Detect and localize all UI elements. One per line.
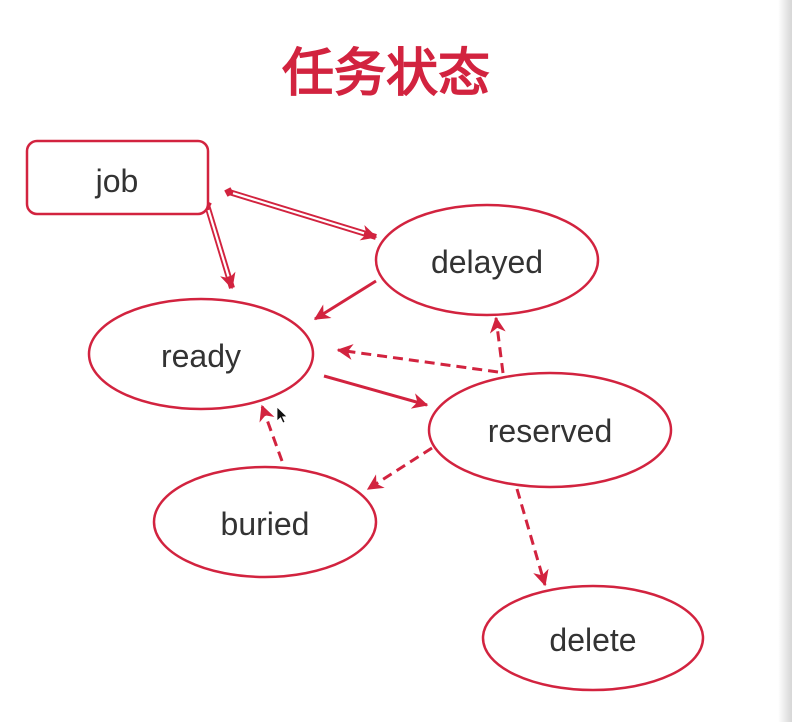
edges — [202, 187, 549, 587]
node-job-box — [25, 139, 210, 216]
node-reserved-ellipse — [427, 371, 673, 489]
node-delayed-label: delayed — [431, 244, 543, 280]
right-edge-shading — [778, 0, 792, 722]
node-buried-label: buried — [221, 506, 310, 542]
node-ready-label: ready — [161, 338, 241, 374]
edge-reserved-to-delete — [515, 488, 549, 587]
node-delayed: delayed — [374, 203, 600, 317]
mouse-cursor-icon — [276, 406, 288, 424]
edge-reserved-to-delayed — [489, 316, 506, 374]
node-reserved: reserved — [427, 371, 673, 489]
edge-buried-to-ready — [259, 404, 284, 462]
edge-ready-to-reserved — [323, 374, 429, 409]
node-delete-ellipse — [481, 584, 705, 692]
node-delete-label: delete — [549, 622, 636, 658]
edge-reserved-to-buried — [366, 446, 433, 491]
edge-reserved-to-ready — [336, 344, 499, 374]
edge-delayed-to-ready — [313, 279, 377, 321]
node-delete: delete — [481, 584, 705, 692]
node-ready: ready — [87, 297, 315, 411]
node-ready-ellipse — [87, 297, 315, 411]
node-buried: buried — [152, 465, 378, 579]
page-title: 任务状态 — [282, 44, 490, 104]
edge-job-to-ready — [202, 200, 236, 290]
node-job: job — [25, 139, 210, 216]
node-delayed-ellipse — [374, 203, 600, 317]
edge-job-to-delayed — [224, 187, 378, 241]
node-buried-ellipse — [152, 465, 378, 579]
node-reserved-label: reserved — [488, 413, 613, 449]
node-job-label: job — [95, 163, 139, 199]
